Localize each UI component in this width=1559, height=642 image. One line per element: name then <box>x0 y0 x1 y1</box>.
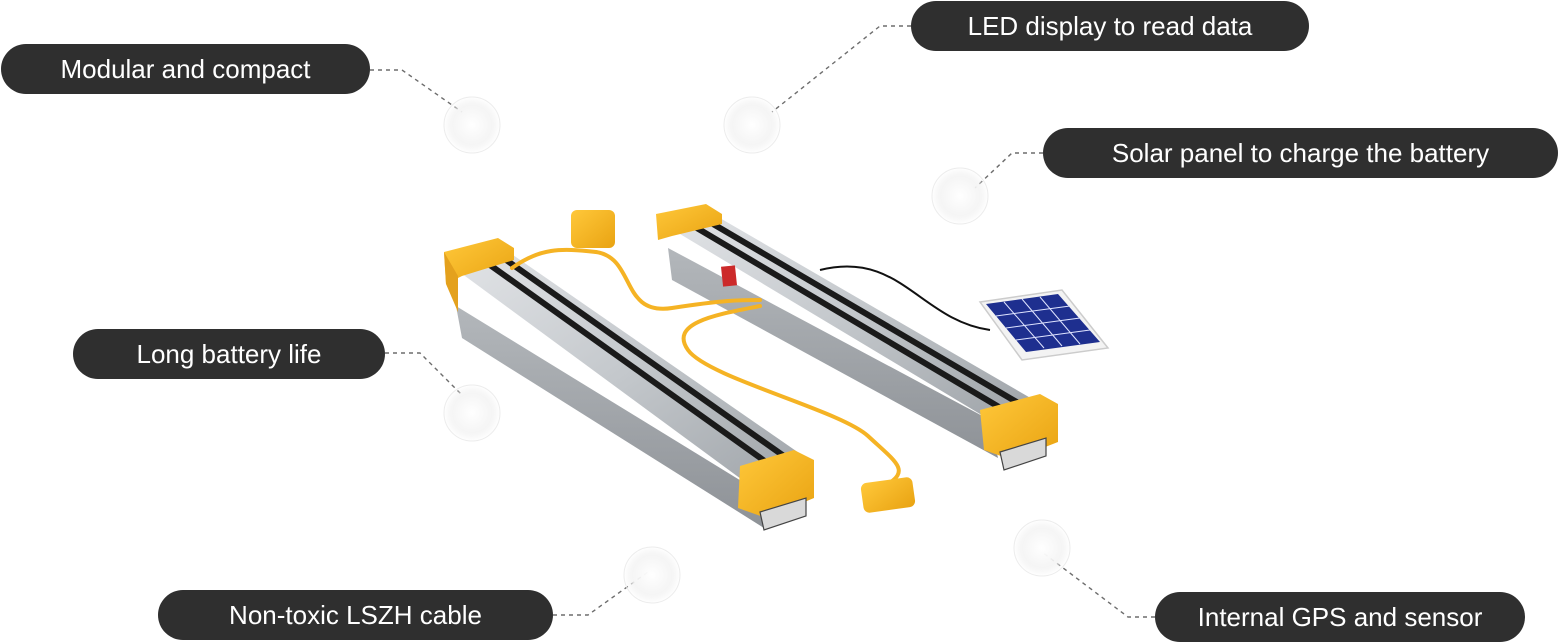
highlight-cable <box>623 546 681 604</box>
connector-led <box>771 25 911 113</box>
connector-solar <box>974 152 1043 189</box>
connector-gps <box>1041 551 1155 618</box>
highlight-battery <box>443 384 501 442</box>
callout-solar-panel: Solar panel to charge the battery <box>1043 128 1558 178</box>
callout-battery-life: Long battery life <box>73 329 385 379</box>
left-bar-cap-back <box>444 238 514 284</box>
connector-lines <box>370 25 1155 618</box>
yellow-cables <box>510 247 901 486</box>
callout-modular-compact: Modular and compact <box>1 44 370 94</box>
solar-panel <box>978 289 1110 361</box>
gps-sensor-puck <box>860 477 916 513</box>
left-bar <box>444 238 814 531</box>
callout-gps-sensor: Internal GPS and sensor <box>1155 592 1525 642</box>
solar-cable <box>819 265 991 331</box>
highlight-modular <box>443 96 501 154</box>
connector-cable <box>553 571 649 616</box>
callout-lszh-cable: Non-toxic LSZH cable <box>158 590 553 640</box>
highlight-solar <box>931 167 989 225</box>
callout-led-display: LED display to read data <box>911 1 1309 51</box>
led-display <box>720 265 738 287</box>
highlight-gps <box>1013 519 1071 577</box>
connector-battery <box>385 352 463 396</box>
right-bar-cap-back <box>656 204 722 240</box>
connector-modular <box>370 69 463 113</box>
yellow-junction-box <box>571 210 615 248</box>
highlight-led <box>723 96 781 154</box>
highlight-circles <box>443 96 1071 604</box>
